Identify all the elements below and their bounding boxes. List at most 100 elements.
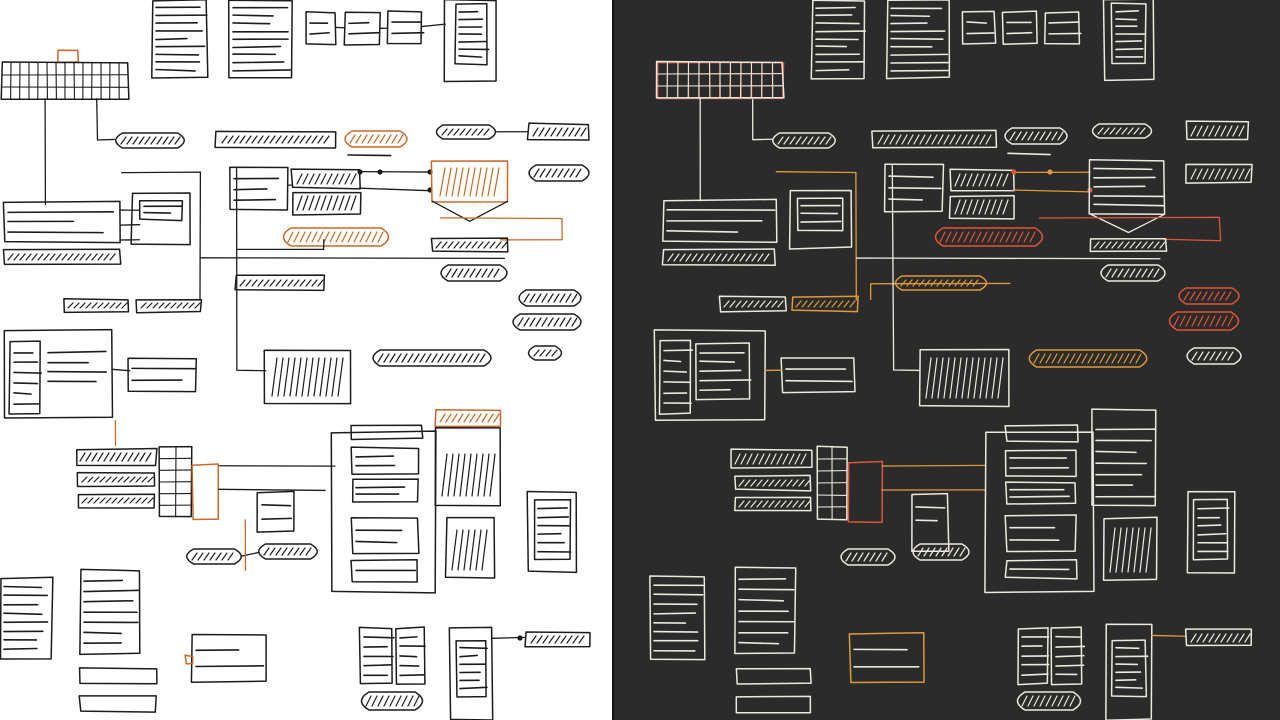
list-row xyxy=(350,558,418,583)
doc-card xyxy=(1091,408,1157,507)
connector-node xyxy=(377,169,383,175)
scribble-text xyxy=(1093,167,1165,207)
label-bar xyxy=(1184,628,1253,647)
phone-frame xyxy=(526,490,578,574)
label-bar xyxy=(78,695,157,713)
list-row xyxy=(1004,559,1078,580)
connector-line xyxy=(431,200,509,222)
doc-card xyxy=(1102,516,1158,582)
sketch-box xyxy=(138,199,184,222)
list-block xyxy=(662,198,778,243)
node-pill xyxy=(1186,347,1242,365)
label-bar xyxy=(734,496,812,512)
decision-card xyxy=(1088,159,1166,215)
hatch-scribble xyxy=(1190,125,1245,137)
grid-cells xyxy=(1,62,129,100)
connector-line xyxy=(358,187,431,192)
node-pill xyxy=(115,132,185,149)
form-card xyxy=(130,192,191,246)
scribble-text xyxy=(399,636,426,677)
scribble-text xyxy=(1197,507,1230,553)
list-row xyxy=(351,478,419,503)
small-card xyxy=(1001,10,1038,45)
label-bar xyxy=(434,408,502,428)
grid-table xyxy=(158,445,193,518)
label-bar xyxy=(1089,238,1168,253)
scribble-text xyxy=(888,175,942,201)
scribble-text xyxy=(1009,457,1070,469)
pill-scribble xyxy=(1033,353,1142,364)
list-row xyxy=(1004,449,1077,478)
label-bar xyxy=(735,667,812,685)
connector-line xyxy=(218,488,326,492)
connector-line xyxy=(199,257,506,259)
hatch-scribble xyxy=(530,635,585,644)
doc-card xyxy=(150,0,209,79)
scribble-text xyxy=(355,529,403,544)
form-card xyxy=(848,632,925,684)
hatch-scribble xyxy=(441,453,496,497)
scribble-text xyxy=(537,507,572,553)
list-row xyxy=(1004,514,1077,553)
hatch-scribble xyxy=(1190,168,1251,180)
pill-scribble xyxy=(533,168,582,178)
form-card xyxy=(229,166,289,211)
node-pill xyxy=(1178,287,1240,305)
connector-line xyxy=(421,23,446,28)
label-bar xyxy=(948,194,1015,220)
hatch-scribble xyxy=(738,500,811,508)
hatch-scribble xyxy=(296,195,357,211)
detail-card xyxy=(653,329,767,422)
hatch-scribble xyxy=(221,135,330,144)
scribble-text xyxy=(143,205,182,214)
label-bar xyxy=(234,274,326,292)
scribble-text xyxy=(1009,526,1060,542)
hatch-scribble xyxy=(239,279,324,287)
stack-panel xyxy=(330,430,437,594)
connector-line xyxy=(121,171,202,300)
wireframe-sketch-light xyxy=(0,0,612,720)
label-bar xyxy=(1185,163,1253,184)
node-pill xyxy=(186,548,242,565)
label-bar xyxy=(75,447,158,467)
hatch-scribble xyxy=(79,452,152,462)
hatch-scribble xyxy=(954,173,1009,187)
scribble-text xyxy=(13,352,43,405)
scribble-text xyxy=(1115,10,1147,58)
list-block xyxy=(2,200,121,244)
node-pill xyxy=(1016,691,1082,711)
hatch-scribble xyxy=(140,302,201,309)
list-row xyxy=(2,248,122,266)
doc-card xyxy=(444,516,496,579)
sketch-box xyxy=(658,339,692,415)
pill-scribble xyxy=(1021,695,1076,707)
label-bar xyxy=(1185,120,1250,141)
hatch-scribble xyxy=(1109,527,1152,573)
label-bar xyxy=(871,129,998,149)
pill-scribble xyxy=(1173,315,1234,327)
node-pill xyxy=(772,132,836,149)
label-bar xyxy=(350,424,424,441)
node-pill xyxy=(1168,311,1240,331)
scribble-text xyxy=(195,649,265,668)
scribble-text xyxy=(347,154,392,157)
node-pill xyxy=(840,548,896,566)
scribble-text xyxy=(699,352,752,392)
scribble-text xyxy=(1006,21,1033,35)
label-bar xyxy=(78,667,158,685)
node-pill xyxy=(512,313,582,331)
label-bar xyxy=(734,474,812,492)
node-pill xyxy=(912,543,970,561)
connector-line xyxy=(891,164,920,372)
node-pill xyxy=(1004,127,1068,145)
node-pill xyxy=(528,164,590,182)
form-card xyxy=(883,163,945,213)
sketch-box xyxy=(455,640,487,698)
scribble-text xyxy=(458,10,490,58)
label-bar xyxy=(791,295,859,313)
form-card xyxy=(190,633,267,684)
side-card xyxy=(911,492,950,553)
label-bar xyxy=(735,695,812,714)
form-card xyxy=(780,357,856,394)
